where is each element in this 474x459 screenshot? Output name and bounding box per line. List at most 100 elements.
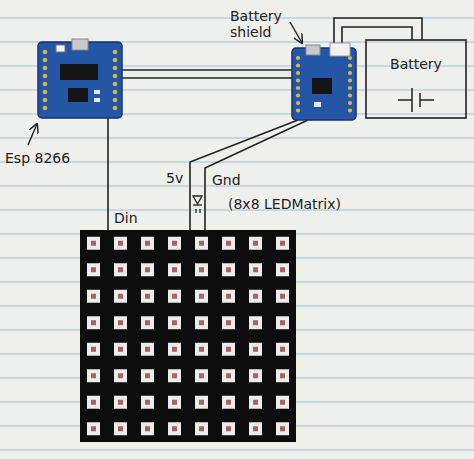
led-die	[253, 400, 258, 405]
led	[276, 237, 289, 250]
chip	[312, 78, 332, 94]
signal-label: 5v	[166, 170, 183, 186]
led	[222, 396, 235, 409]
usb-port	[306, 45, 320, 55]
led-die	[118, 400, 123, 405]
led-die	[91, 320, 96, 325]
led	[249, 369, 262, 382]
component	[314, 102, 321, 107]
battery-outline	[366, 40, 466, 118]
pin-hole	[348, 56, 352, 60]
led-die	[172, 241, 177, 246]
led-die	[172, 294, 177, 299]
pin-hole	[43, 74, 48, 79]
chip	[60, 64, 98, 80]
pin-hole	[43, 50, 48, 55]
led	[87, 237, 100, 250]
led	[222, 343, 235, 356]
pin-hole	[43, 90, 48, 95]
battery-box: Battery	[366, 40, 466, 118]
pin-hole	[296, 56, 300, 60]
led	[114, 263, 127, 276]
led-die	[280, 267, 285, 272]
led-die	[253, 320, 258, 325]
wire	[342, 27, 412, 48]
matrix-board	[80, 230, 296, 442]
led-die	[253, 347, 258, 352]
esp-board: Esp 8266	[38, 42, 122, 118]
led-die	[91, 426, 96, 431]
ruled-lines	[0, 18, 474, 450]
component	[94, 90, 100, 94]
lead	[398, 99, 412, 101]
led-die	[145, 400, 150, 405]
led-die	[226, 426, 231, 431]
pin-hole	[43, 82, 48, 87]
led-die	[118, 267, 123, 272]
usb-port	[72, 39, 88, 50]
led	[222, 290, 235, 303]
pin-hole	[43, 66, 48, 71]
led	[168, 290, 181, 303]
pin-hole	[348, 86, 352, 90]
component	[94, 98, 100, 102]
led	[141, 369, 154, 382]
led-die	[280, 426, 285, 431]
node-label: Esp 8266	[5, 150, 70, 166]
led	[222, 422, 235, 435]
led-die	[145, 347, 150, 352]
led-die	[253, 267, 258, 272]
led	[195, 316, 208, 329]
pin-hole	[113, 106, 118, 111]
led	[114, 369, 127, 382]
led	[87, 396, 100, 409]
led-die	[226, 320, 231, 325]
led	[87, 290, 100, 303]
diode-triangle	[193, 196, 202, 204]
led	[168, 396, 181, 409]
pin-hole	[348, 63, 352, 67]
led-die	[199, 373, 204, 378]
reset-button	[56, 45, 65, 52]
pin-hole	[113, 58, 118, 63]
pin-hole	[348, 93, 352, 97]
led	[114, 396, 127, 409]
wire	[107, 118, 109, 230]
led-die	[91, 400, 96, 405]
led	[249, 237, 262, 250]
wire	[205, 120, 308, 230]
led-die	[253, 241, 258, 246]
battery-shield-board: Battery shield	[292, 48, 356, 120]
pin-hole	[43, 106, 48, 111]
jst-connector	[330, 43, 350, 56]
led	[114, 422, 127, 435]
led-die	[91, 347, 96, 352]
pin-hole	[296, 71, 300, 75]
led-die	[199, 267, 204, 272]
pin-hole	[296, 93, 300, 97]
led-die	[280, 294, 285, 299]
led-die	[226, 294, 231, 299]
led	[195, 396, 208, 409]
wire	[122, 77, 292, 79]
led-die	[172, 267, 177, 272]
led	[276, 422, 289, 435]
led-die	[199, 426, 204, 431]
led	[141, 422, 154, 435]
led-die	[172, 347, 177, 352]
pin-hole	[113, 50, 118, 55]
led-die	[253, 373, 258, 378]
led-die	[172, 373, 177, 378]
led-die	[226, 241, 231, 246]
led-die	[91, 267, 96, 272]
leader-arrow	[290, 22, 302, 43]
led-symbol	[193, 196, 202, 213]
led-die	[91, 294, 96, 299]
pin-hole	[348, 101, 352, 105]
led-die	[145, 320, 150, 325]
pin-hole	[348, 78, 352, 82]
ruled-line	[0, 450, 474, 451]
diode-bar	[193, 204, 202, 205]
